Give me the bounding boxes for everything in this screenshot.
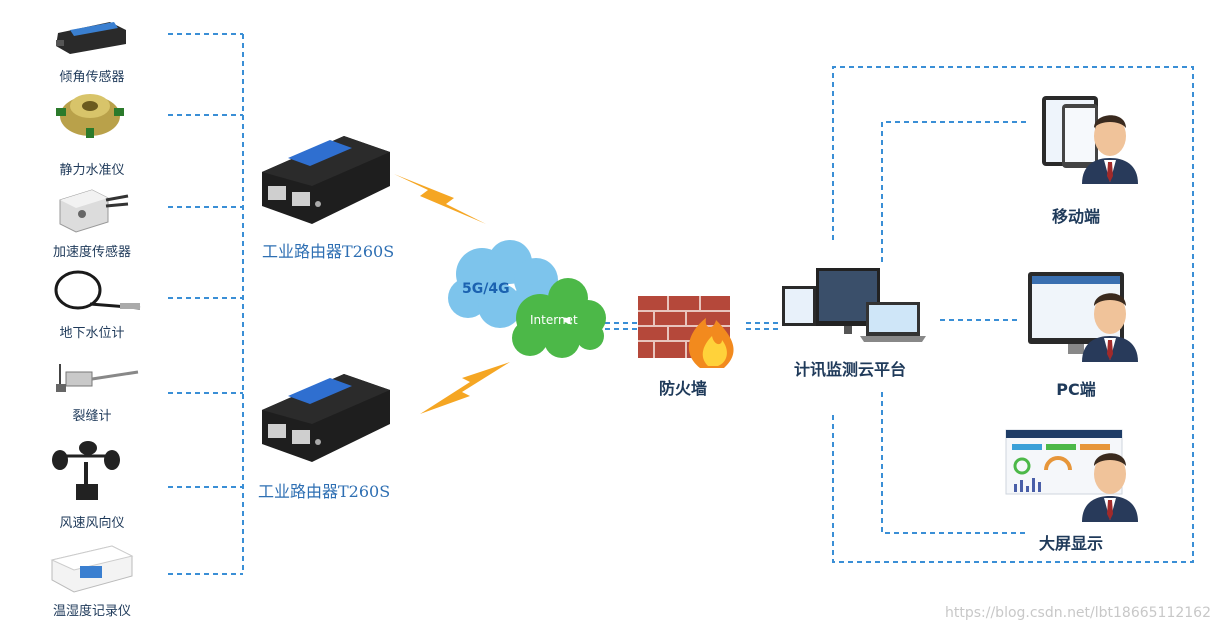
sensor-label-accelerometer: 加速度传感器 <box>52 245 131 260</box>
router-label-2: 工业路由器T260S <box>258 482 391 501</box>
client-label-mobile: 移动端 <box>1051 207 1100 226</box>
sensor-label-tilt: 倾角传感器 <box>59 70 125 85</box>
client-label-big-screen: 大屏显示 <box>1038 534 1103 553</box>
router-label-1: 工业路由器T260S <box>262 242 395 261</box>
sensor-label-crack: 裂缝计 <box>72 409 112 424</box>
cloud-5g-label: 5G/4G <box>462 281 510 297</box>
sensor-label-anemometer: 风速风向仪 <box>59 516 125 531</box>
cloud-internet-label: Internet <box>530 313 578 327</box>
watermark: https://blog.csdn.net/lbt18665112162 <box>945 605 1211 621</box>
sensor-label-hydrostatic: 静力水准仪 <box>59 163 125 178</box>
sensor-label-thermo: 温湿度记录仪 <box>52 604 131 619</box>
platform-label: 计讯监测云平台 <box>793 360 906 379</box>
firewall-label: 防火墙 <box>658 379 707 398</box>
sensor-label-groundwater: 地下水位计 <box>59 326 125 341</box>
client-label-pc: PC端 <box>1056 380 1096 399</box>
